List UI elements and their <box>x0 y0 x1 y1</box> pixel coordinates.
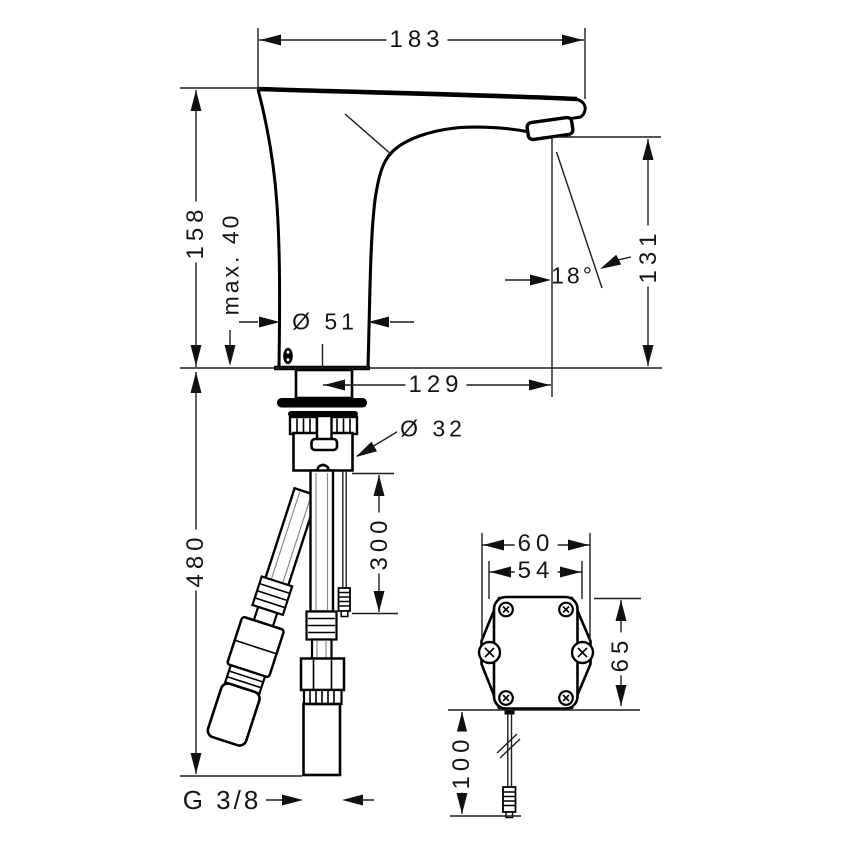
dimension-label-shank-diameter: Ø 32 <box>397 416 469 442</box>
dimension-label-box-inner-width: 54 <box>514 558 558 584</box>
supply-hose-vertical <box>299 469 346 777</box>
faucet-outline <box>256 86 587 400</box>
cable-break-mark <box>496 733 521 759</box>
sensor-cable <box>337 470 351 618</box>
dimension-label-thread-size: G 3/8 <box>179 786 265 814</box>
escutcheon-flange <box>277 398 367 408</box>
dimension-label-total-height: 158 <box>182 201 209 263</box>
supply-hose-angled <box>206 486 319 747</box>
mounting-screw-icon <box>477 640 595 665</box>
dimension-label-box-height: 65 <box>607 632 634 676</box>
dimension-label-hose-length: 480 <box>182 529 209 591</box>
retaining-clip <box>310 437 339 452</box>
dimension-label-box-cable-length: 100 <box>448 731 475 793</box>
dimension-label-body-diameter: Ø 51 <box>289 309 361 335</box>
sensor-window-icon <box>283 347 293 365</box>
dimension-label-spout-length: 183 <box>386 27 448 53</box>
aerator-nozzle <box>525 115 575 142</box>
dimension-label-sensor-cable-length: 300 <box>366 512 393 574</box>
dimension-label-max-deck-thickness: max. 40 <box>218 209 244 319</box>
dimension-label-spout-reach: 129 <box>405 372 467 398</box>
dimension-label-box-outer-width: 60 <box>514 531 558 557</box>
dimension-label-outlet-height: 131 <box>635 225 662 287</box>
dimension-label-spray-angle: 18° <box>551 262 595 289</box>
valve-stem <box>315 414 333 443</box>
control-box <box>477 595 595 710</box>
arrowheads <box>190 34 654 814</box>
control-box-cable <box>496 708 521 819</box>
seal-ring <box>288 411 358 417</box>
cable-connector <box>502 786 517 813</box>
hose-hex-nut <box>299 657 346 692</box>
hose-end-fitting <box>302 702 342 777</box>
dimension-lines <box>180 28 662 817</box>
screw-icon <box>498 601 574 706</box>
spout-leader-line <box>344 113 393 156</box>
